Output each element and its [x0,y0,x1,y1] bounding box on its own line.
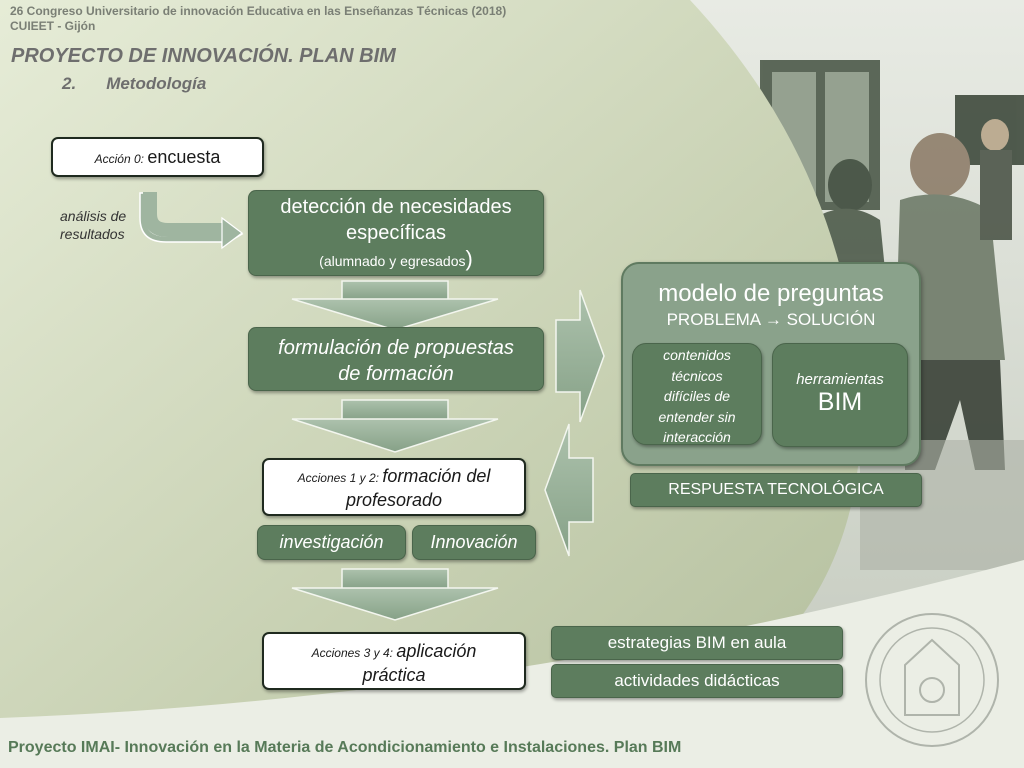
congress-header: 26 Congreso Universitario de innovación … [10,4,507,18]
investigacion-badge: investigación [257,525,406,560]
solucion-label: SOLUCIÓN [786,310,876,329]
bim-label: BIM [817,388,863,416]
page-title: PROYECTO DE INNOVACIÓN. PLAN BIM [11,45,396,67]
down-arrow-2 [291,399,499,453]
right-arrow [555,289,605,423]
section-label: Metodología [106,74,207,93]
actividades-badge: actividades didácticas [551,664,843,698]
analisis-line2: resultados [60,226,125,242]
footer-text: Proyecto IMAI- Innovación en la Materia … [8,739,682,756]
modelo-problema-solucion: PROBLEMA → SOLUCIÓN [623,310,919,330]
acciones12-box: Acciones 1 y 2: formación del profesorad… [262,458,526,516]
deteccion-sub: (alumnado y egresados) [319,246,473,271]
accion0-prefix: Acción 0: [94,152,148,166]
analisis-label: análisis de resultados [60,207,126,243]
acciones34-box: Acciones 3 y 4: aplicación práctica [262,632,526,690]
deteccion-line2: específicas [345,222,447,244]
acciones34-prefix: Acciones 3 y 4: [311,646,397,660]
estrategias-badge: estrategias BIM en aula [551,626,843,660]
section-subtitle: 2. Metodología [62,74,206,94]
formulacion-line1: formulación de propuestas [278,337,514,359]
accion0-label: encuesta [147,147,221,167]
deteccion-box: detección de necesidades específicas (al… [248,190,544,276]
deteccion-line1: detección de necesidades [280,196,512,218]
formulacion-line2: de formación [338,363,454,385]
analisis-line1: análisis de [60,208,127,224]
herramientas-box: herramientas BIM [772,343,908,447]
herramientas-label: herramientas [796,371,884,388]
acciones34-label2: práctica [362,665,426,685]
section-number: 2. [62,74,77,93]
respuesta-badge: RESPUESTA TECNOLÓGICA [630,473,922,507]
accion0-box: Acción 0: encuesta [51,137,264,177]
university-seal-icon [865,613,999,747]
arrow-right-icon: → [764,310,782,329]
down-arrow-3 [291,568,499,621]
formulacion-box: formulación de propuestas de formación [248,327,544,391]
problema-label: PROBLEMA [666,310,761,329]
acciones34-label1: aplicación [396,641,477,661]
acciones12-prefix: Acciones 1 y 2: [297,471,383,485]
modelo-title: modelo de preguntas [658,280,884,307]
innovacion-badge: Innovación [412,525,536,560]
down-arrow-1 [291,280,499,331]
acciones12-label1: formación del [382,466,491,486]
left-arrow [544,423,594,557]
venue-header: CUIEET - Gijón [10,19,96,33]
contenidos-box: contenidos técnicos difíciles de entende… [632,343,762,445]
acciones12-label2: profesorado [345,490,443,510]
classroom-photo [760,60,1024,570]
